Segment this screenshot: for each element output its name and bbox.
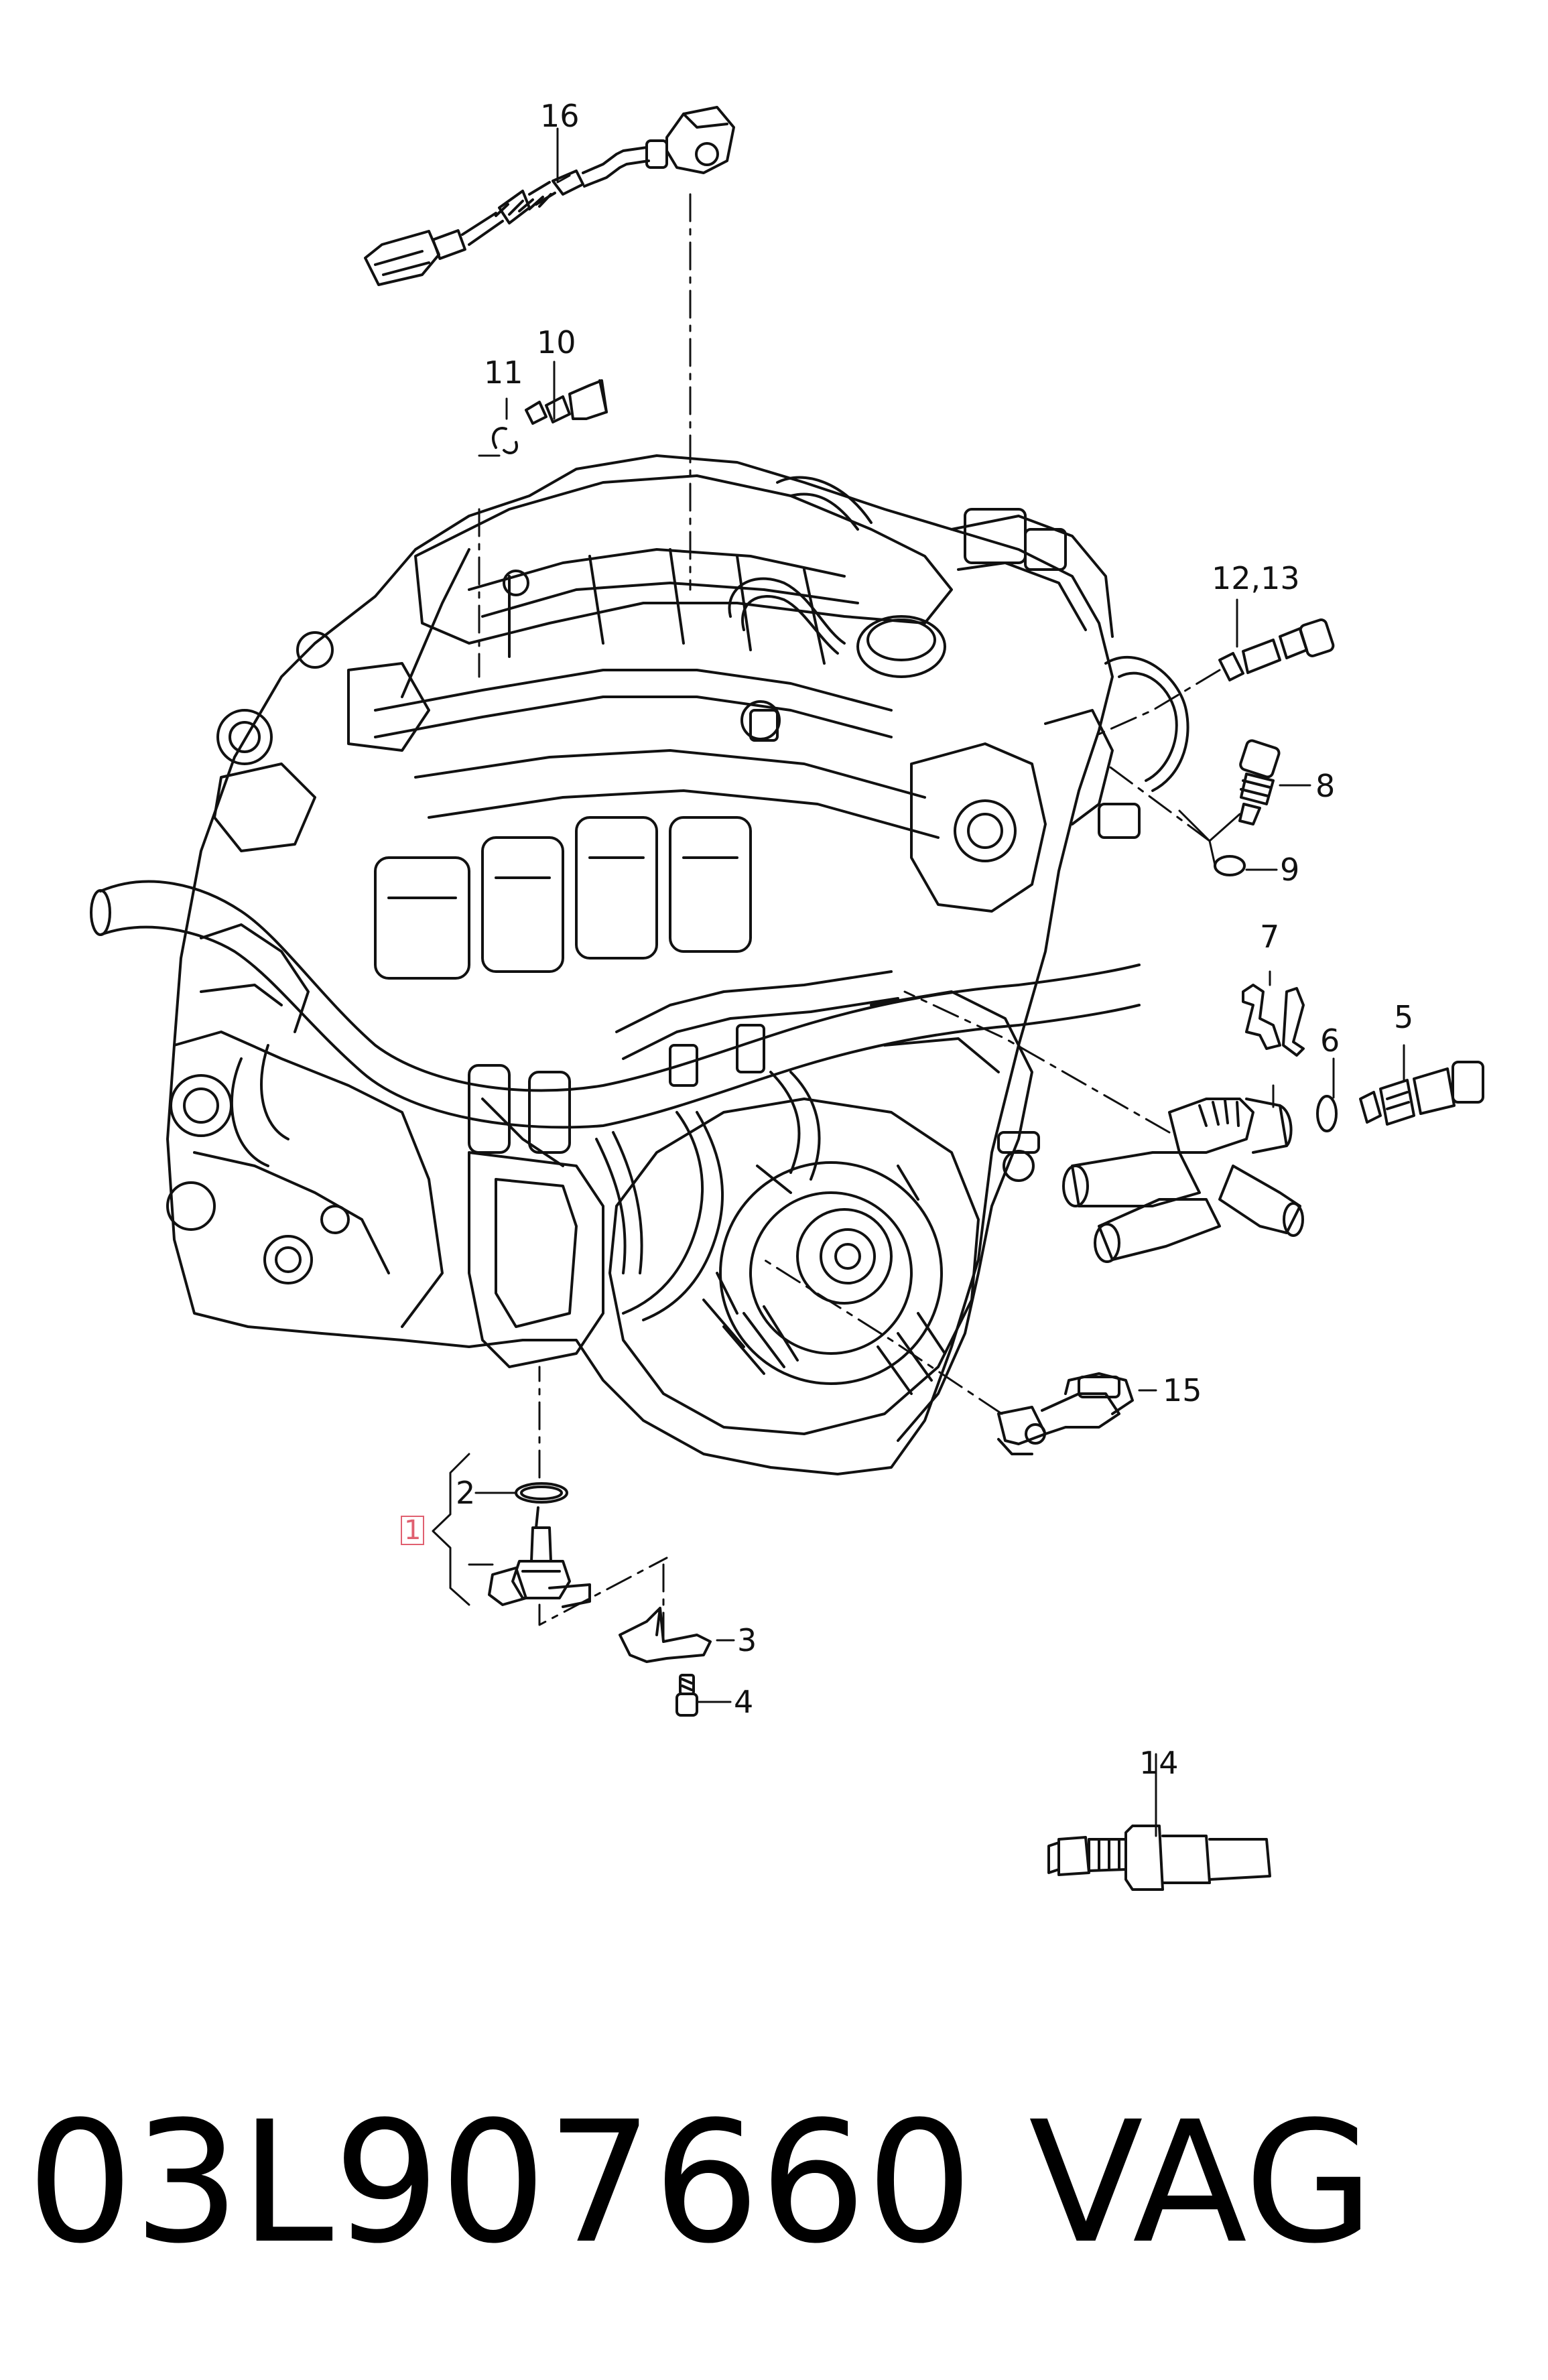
bolt-part-4 [675, 1674, 698, 1717]
coolant-flange-assembly [1062, 1098, 1304, 1263]
callout-2: 2 [456, 1475, 476, 1511]
assembly-lines [478, 193, 1221, 1643]
washer-part-9 [1214, 855, 1246, 876]
callout-6: 6 [1320, 1022, 1340, 1059]
assembly-line-joins [1178, 809, 1241, 842]
sensor-part-10 [525, 379, 608, 425]
callout-9: 9 [1280, 852, 1300, 888]
callout-5: 5 [1394, 999, 1414, 1035]
part-number: 03L907660 [27, 2085, 973, 2280]
callout-10: 10 [537, 324, 576, 360]
callout-7: 7 [1260, 919, 1280, 955]
brand-label: VAG [1029, 2085, 1374, 2280]
footer-caption: 03L907660 VAG [27, 2082, 1528, 2284]
leader-lines [432, 127, 1405, 1837]
callout-3: 3 [737, 1622, 757, 1658]
sensor-part-15 [997, 1372, 1134, 1455]
callout-16: 16 [540, 98, 580, 134]
washer-part-6 [1316, 1095, 1338, 1132]
o-ring-part-2 [515, 1482, 568, 1504]
callout-14: 14 [1139, 1745, 1179, 1781]
clip-part-7 [1242, 984, 1305, 1057]
oil-level-sensor-part-1 [488, 1506, 591, 1608]
sensor-part-12-13 [1218, 618, 1335, 681]
sensor-part-14 [1047, 1825, 1271, 1891]
callout-4: 4 [734, 1684, 754, 1720]
o-ring-part-11 [492, 427, 518, 454]
sensor-part-16 [364, 106, 735, 286]
callout-12-13: 12,13 [1212, 560, 1300, 596]
callout-11: 11 [484, 354, 523, 391]
sensor-part-8 [1238, 739, 1281, 825]
engine-assembly [90, 454, 1189, 1475]
callout-1: 1 [401, 1516, 425, 1545]
bracket-part-3 [619, 1607, 712, 1663]
callout-8: 8 [1315, 768, 1336, 804]
sensor-part-5 [1359, 1061, 1484, 1126]
callout-15: 15 [1163, 1372, 1202, 1408]
